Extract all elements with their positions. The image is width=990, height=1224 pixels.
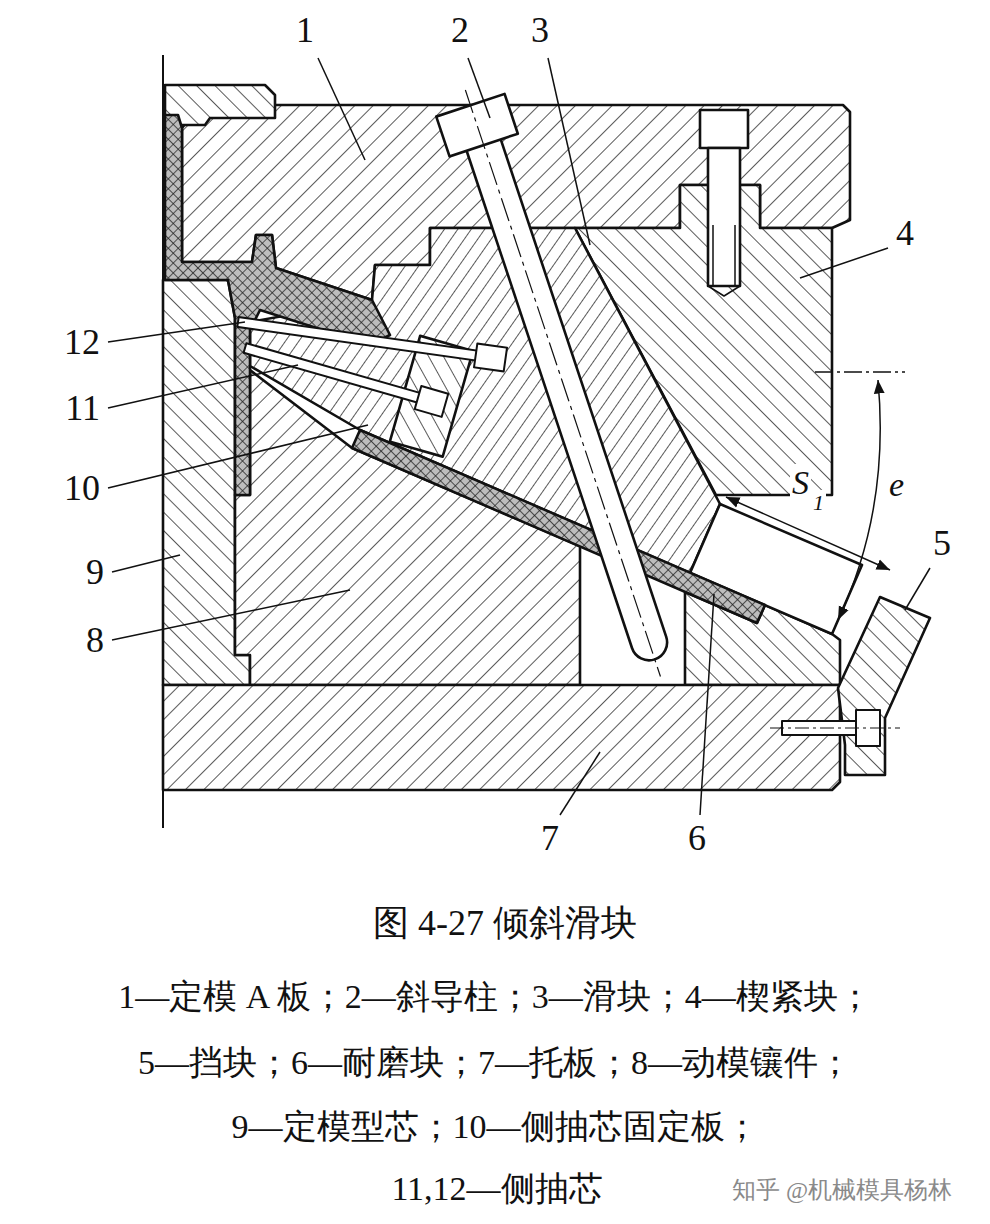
angle-pin-head	[436, 94, 518, 157]
parts-list-line: 1—定模 A 板；2—斜导柱；3—滑块；4—楔紧块；	[116, 980, 874, 1014]
figure-caption-text: 图 4-27 倾斜滑块	[371, 903, 639, 943]
callout-number: 9	[84, 554, 106, 590]
watermark-text: 知乎 @机械模具杨林	[730, 1177, 954, 1203]
side-core-rod	[244, 343, 425, 404]
parts-list-line-text: 5—挡块；6—耐磨块；7—托板；8—动模镶件；	[136, 1044, 854, 1081]
callout-number: 5	[931, 525, 953, 561]
dimension-symbol-text: e	[887, 466, 906, 503]
callout-number: 8	[84, 622, 106, 658]
leader-line	[318, 58, 365, 160]
callout-number: 2	[449, 12, 471, 48]
leader-line	[112, 555, 180, 572]
callout-number-text: 3	[529, 10, 551, 50]
wear-block	[352, 430, 765, 623]
leader-line	[548, 58, 590, 245]
callout-number-text: 11	[63, 388, 102, 428]
callout-number-text: 6	[686, 818, 708, 858]
support-plate	[163, 685, 840, 790]
callout-number-text: 5	[931, 523, 953, 563]
leader-line	[108, 365, 298, 408]
bolt-head	[700, 110, 748, 148]
callout-number: 6	[686, 820, 708, 856]
dimension-subscript: 1	[811, 492, 826, 514]
callout-number: 7	[539, 820, 561, 856]
callout-number-text: 1	[294, 10, 316, 50]
stop-screw	[770, 710, 900, 746]
leader-line	[108, 322, 245, 342]
dimension-symbol-text: S	[790, 464, 811, 501]
callout-number-text: 8	[84, 620, 106, 660]
callout-number: 1	[294, 12, 316, 48]
slide-travel-box	[690, 504, 862, 634]
dimension-symbol: e	[887, 468, 906, 502]
parts-list-line: 5—挡块；6—耐磨块；7—托板；8—动模镶件；	[136, 1046, 854, 1080]
bolt-thread	[708, 225, 740, 296]
leader-line	[468, 58, 490, 118]
callout-number: 10	[62, 470, 102, 506]
leader-line	[800, 248, 888, 278]
side-core-head	[474, 344, 507, 372]
angle-pin-axis	[465, 90, 660, 676]
dimension-reference-line	[815, 371, 905, 373]
callout-number-text: 10	[62, 468, 102, 508]
dimension-subscript-text: 1	[811, 490, 826, 515]
leader-line	[108, 425, 368, 488]
dimension-symbol: S	[790, 466, 811, 500]
stroke-dimension-line	[726, 497, 890, 570]
callout-number: 4	[894, 215, 916, 251]
figure-caption: 图 4-27 倾斜滑块	[371, 905, 639, 941]
leader-line	[905, 568, 930, 610]
parts-list-line-text: 9—定模型芯；10—侧抽芯固定板；	[230, 1108, 761, 1145]
leader-line	[560, 752, 600, 815]
parts-list-line: 11,12—侧抽芯	[389, 1172, 604, 1206]
callout-number-text: 2	[449, 10, 471, 50]
leader-line	[700, 594, 714, 815]
callout-number-text: 7	[539, 818, 561, 858]
callout-number: 11	[63, 390, 102, 426]
parts-list-line-text: 1—定模 A 板；2—斜导柱；3—滑块；4—楔紧块；	[116, 978, 874, 1015]
side-core-head	[415, 386, 449, 417]
callout-number-text: 4	[894, 213, 916, 253]
callout-number-text: 9	[84, 552, 106, 592]
callout-number: 3	[529, 12, 551, 48]
parts-list-line-text: 11,12—侧抽芯	[389, 1170, 604, 1207]
angle-dimension-arc	[838, 380, 880, 620]
screw-axis	[770, 728, 900, 729]
watermark: 知乎 @机械模具杨林	[730, 1178, 954, 1202]
stop-block	[838, 597, 930, 775]
locating-ring	[165, 85, 275, 125]
callout-number-text: 12	[62, 322, 102, 362]
parts-list-line: 9—定模型芯；10—侧抽芯固定板；	[230, 1110, 761, 1144]
leader-line	[112, 590, 350, 640]
side-core-11-group	[242, 336, 449, 416]
wedge-bolt	[700, 110, 748, 296]
callout-number: 12	[62, 324, 102, 360]
angle-pin-group	[431, 79, 694, 688]
slide	[250, 228, 720, 573]
